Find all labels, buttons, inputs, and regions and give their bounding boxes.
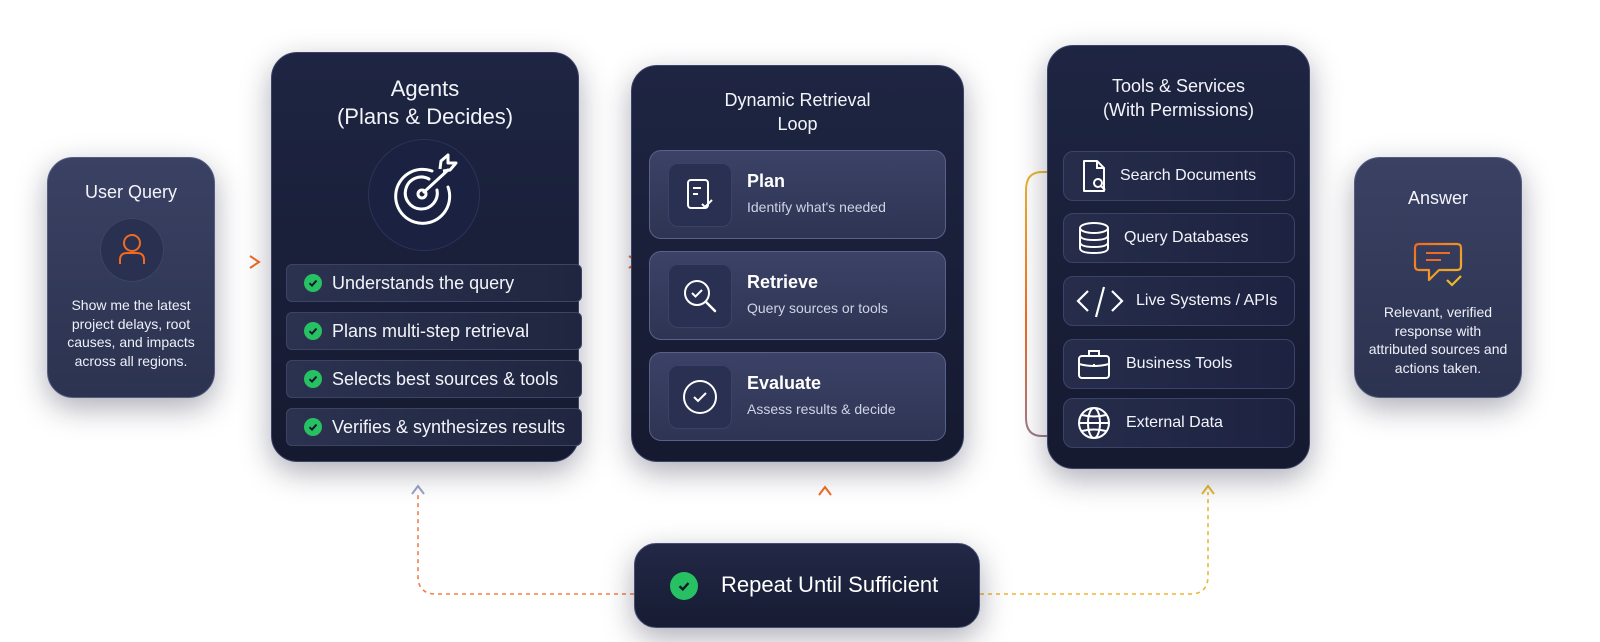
document-search-icon [1083, 160, 1106, 192]
user-query-card: User Query Show me the latest project de… [47, 157, 215, 398]
tools-card: Tools & Services (With Permissions) Sear… [1047, 45, 1310, 469]
agents-item: Understands the query [286, 264, 582, 302]
loop-step-subtitle: Assess results & decide [747, 401, 896, 417]
loop-step-title: Evaluate [747, 373, 822, 393]
check-icon [670, 572, 698, 600]
repeat-until-sufficient: Repeat Until Sufficient [634, 543, 980, 628]
answer-text: Relevant, verified response with attribu… [1368, 304, 1508, 376]
tool-label: Business Tools [1126, 355, 1233, 372]
agents-item: Plans multi-step retrieval [286, 312, 582, 350]
agents-title: Agents (Plans & Decides) [336, 76, 514, 129]
arrow-user-to-agents [226, 255, 261, 269]
retrieval-loop-card: Dynamic Retrieval Loop Plan Identify wha… [631, 65, 964, 462]
briefcase-icon [1078, 350, 1110, 379]
target-arrow-icon [368, 139, 480, 251]
tool-item-search-documents: Search Documents [1063, 151, 1295, 201]
user-query-text: Show me the latest project delays, root … [67, 297, 195, 369]
chat-check-icon [1413, 242, 1463, 287]
tool-label: Search Documents [1120, 167, 1257, 184]
check-icon [304, 322, 322, 340]
answer-card: Answer Relevant, verified response with … [1354, 157, 1522, 398]
agents-item: Verifies & synthesizes results [286, 408, 582, 446]
globe-icon [1078, 407, 1110, 439]
tool-item-business-tools: Business Tools [1063, 339, 1295, 389]
loop-step-plan: Plan Identify what's needed [649, 150, 946, 239]
loop-title: Dynamic Retrieval Loop [724, 90, 871, 134]
check-icon [304, 274, 322, 292]
person-icon [100, 218, 164, 282]
check-circle-icon [668, 365, 732, 429]
database-icon [1079, 222, 1109, 255]
tool-item-query-databases: Query Databases [1063, 213, 1295, 263]
loop-step-subtitle: Query sources or tools [747, 300, 888, 316]
agents-item: Selects best sources & tools [286, 360, 582, 398]
tool-item-live-systems: Live Systems / APIs [1063, 276, 1295, 326]
loop-step-evaluate: Evaluate Assess results & decide [649, 352, 946, 441]
feedback-to-loop [818, 485, 832, 543]
repeat-label: Repeat Until Sufficient [721, 572, 939, 597]
magnifier-icon [668, 264, 732, 328]
code-brackets-icon [1076, 286, 1124, 318]
loop-step-retrieve: Retrieve Query sources or tools [649, 251, 946, 340]
answer-title: Answer [1407, 188, 1469, 208]
loop-step-subtitle: Identify what's needed [747, 199, 886, 215]
agents-card: Agents (Plans & Decides) Understands the… [271, 52, 582, 462]
agents-item-label: Plans multi-step retrieval [332, 320, 530, 341]
feedback-to-tools [980, 484, 1215, 595]
tools-title: Tools & Services (With Permissions) [1102, 76, 1254, 120]
feedback-to-agents [411, 484, 634, 595]
tool-item-external-data: External Data [1063, 398, 1295, 448]
check-icon [304, 418, 322, 436]
check-icon [304, 370, 322, 388]
tool-label: Query Databases [1124, 229, 1249, 246]
loop-step-title: Retrieve [747, 272, 819, 292]
agents-item-label: Understands the query [332, 272, 515, 293]
agents-item-label: Selects best sources & tools [332, 368, 559, 389]
agents-item-label: Verifies & synthesizes results [332, 416, 566, 437]
user-query-title: User Query [84, 182, 178, 202]
loop-step-title: Plan [747, 171, 786, 191]
checklist-document-icon [668, 163, 732, 227]
tool-label: External Data [1126, 414, 1223, 431]
tool-label: Live Systems / APIs [1136, 292, 1278, 309]
